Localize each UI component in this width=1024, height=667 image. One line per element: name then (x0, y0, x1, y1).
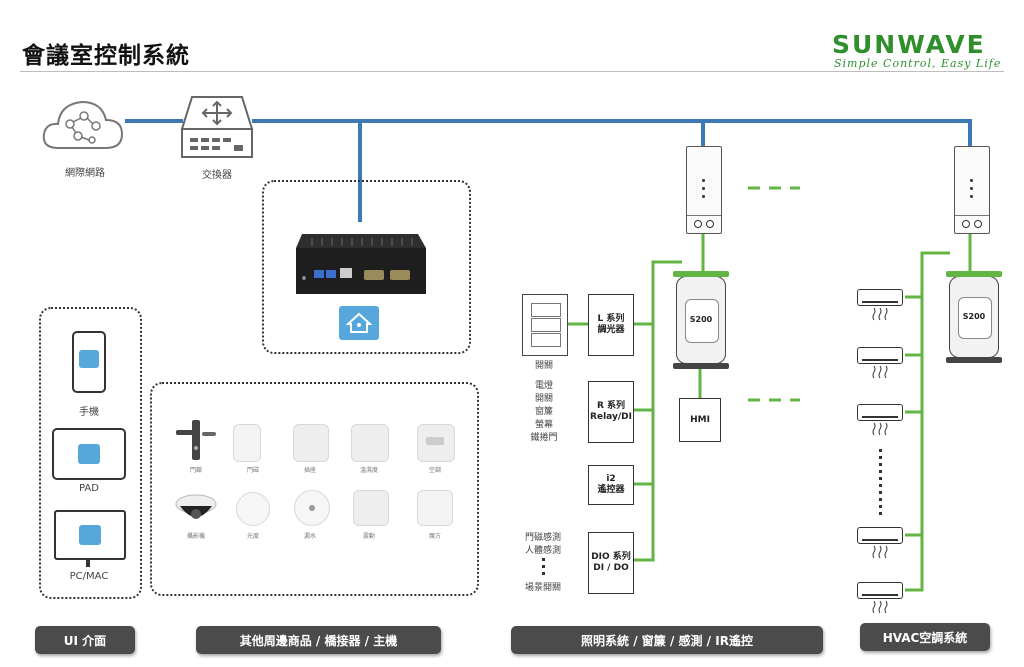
peripheral-label: 光度 (246, 533, 259, 540)
lighting-section-label: 照明系統 / 窗簾 / 感測 / IR遙控 (511, 626, 823, 654)
internet-label: 網際網路 (65, 168, 105, 179)
brand-logo: SUNWAVE (832, 30, 986, 59)
mini-pc-host-icon (296, 234, 426, 294)
hvac-section-label: HVAC空調系統 (860, 623, 990, 651)
peripheral-label: 門磁 (246, 467, 259, 474)
airflow-icons (872, 308, 888, 614)
ui-section-label: UI 介面 (35, 626, 135, 654)
magic-cube-icon (417, 490, 453, 526)
door-lock-icon (176, 420, 216, 460)
bus-lines (568, 186, 972, 592)
peripheral-label: 插座 (303, 467, 316, 474)
peripherals-panel (150, 382, 479, 596)
r-series-relay: R 系列 Relay/DI (588, 381, 634, 443)
vibration-sensor-icon (353, 490, 389, 526)
header-divider (20, 71, 1004, 72)
device-label: PAD (79, 483, 99, 494)
ac-unit-icon (857, 289, 903, 306)
home-assistant-logo-icon (339, 306, 379, 340)
ui-panel (39, 307, 142, 599)
monitor-icon (54, 510, 126, 560)
dio-series: DIO 系列 DI / DO (588, 532, 634, 594)
ac-unit-icon (857, 404, 903, 421)
peripheral-label: 漏水 (303, 533, 316, 540)
gateway-module-icon (686, 146, 722, 234)
device-label: PC/MAC (69, 571, 109, 582)
gateway-module-icon (954, 146, 990, 234)
page-title: 會議室控制系統 (22, 43, 190, 69)
ellipsis-dots (542, 449, 882, 575)
ac-unit-icon (857, 347, 903, 364)
i2-remote: i2 遙控器 (588, 465, 634, 505)
ac-controller-icon (417, 424, 455, 462)
smart-plug-icon (293, 424, 329, 462)
hmi-panel: HMI (679, 398, 721, 442)
cloud-network-icon (42, 100, 124, 149)
ac-unit-icon (857, 582, 903, 599)
host-panel (262, 180, 471, 354)
brand-tagline: Simple Control, Easy Life (834, 57, 1002, 70)
tablet-icon (52, 428, 126, 480)
light-sensor-icon (236, 492, 270, 526)
monitor-stand (86, 559, 90, 567)
peripheral-label: 門鎖 (189, 467, 202, 474)
ac-unit-icon (857, 527, 903, 544)
door-sensor-icon (233, 424, 261, 462)
peripheral-label: 震動 (362, 533, 375, 540)
s200-controller-icon: S200 (673, 271, 729, 369)
peripheral-label: 溫濕度 (359, 467, 378, 474)
phone-icon (72, 331, 106, 393)
l-series-dimmer: L 系列 調光器 (588, 294, 634, 356)
peripherals-section-label: 其他周邊商品 / 橋接器 / 主機 (196, 626, 441, 654)
ethernet-lines (125, 119, 972, 222)
peripheral-label: 魔方 (428, 533, 441, 540)
scene-switch-label: 場景開關 (524, 583, 561, 593)
switch-label: 開關 (534, 361, 553, 371)
peripheral-label: 空調 (428, 467, 441, 474)
camera-icon (175, 494, 217, 519)
switch-label: 交換器 (202, 170, 232, 181)
temp-humidity-icon (351, 424, 389, 462)
device-label: 手機 (79, 407, 99, 418)
network-switch-icon (180, 96, 254, 158)
wall-switch-icon (522, 294, 568, 356)
s200-controller-icon: S200 (946, 271, 1002, 363)
controlled-devices-list: 電燈 開關 窗簾 螢幕 鐵捲門 (530, 381, 558, 443)
sensor-list: 門磁感測 人體感測 (524, 533, 561, 556)
water-leak-icon (294, 490, 330, 526)
peripheral-label: 攝影機 (186, 533, 205, 540)
